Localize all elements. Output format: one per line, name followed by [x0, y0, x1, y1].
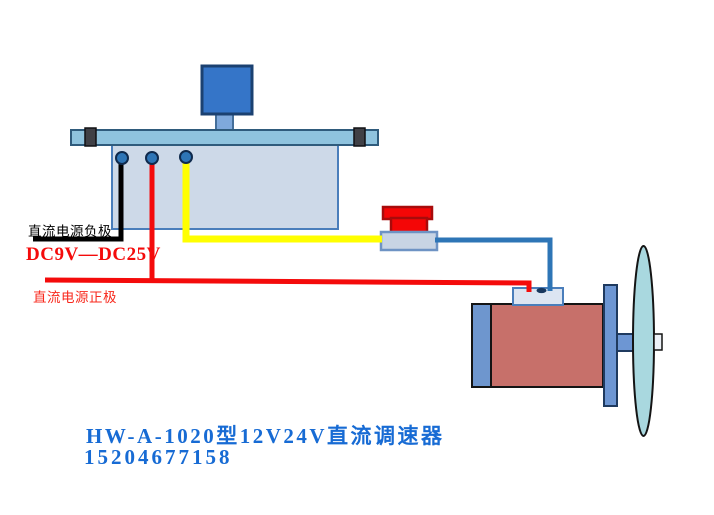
footer-phone-text: 15204677158 [84, 445, 233, 469]
motor-flange [603, 284, 618, 407]
terminal-positive [145, 151, 159, 165]
motor-terminal-block [512, 287, 564, 306]
motor-end-cap-left [471, 303, 492, 388]
mounting-bar [70, 129, 379, 146]
motor-terminal-screw [536, 287, 547, 294]
knob-stem [215, 112, 234, 132]
speed-knob [200, 64, 254, 116]
positive-wire [44, 277, 532, 292]
label-dc-positive: 直流电源正极 [33, 290, 117, 305]
negative-wire [33, 158, 124, 242]
terminal-negative [115, 151, 129, 165]
signal-wire [182, 160, 382, 243]
label-voltage-range: DC9V—DC25V [26, 244, 161, 265]
motor-wire [435, 237, 553, 291]
motor-shaft [616, 333, 635, 352]
switch-base [379, 230, 439, 252]
terminal-signal [179, 150, 193, 164]
mounting-screw-left [84, 127, 97, 147]
shaft-tip [653, 333, 663, 351]
footer-model-text: HW-A-1020型12V24V直流调速器 [86, 424, 445, 448]
fan-disc [632, 245, 655, 437]
mounting-screw-right [353, 127, 366, 147]
label-dc-negative: 直流电源负极 [28, 224, 112, 239]
